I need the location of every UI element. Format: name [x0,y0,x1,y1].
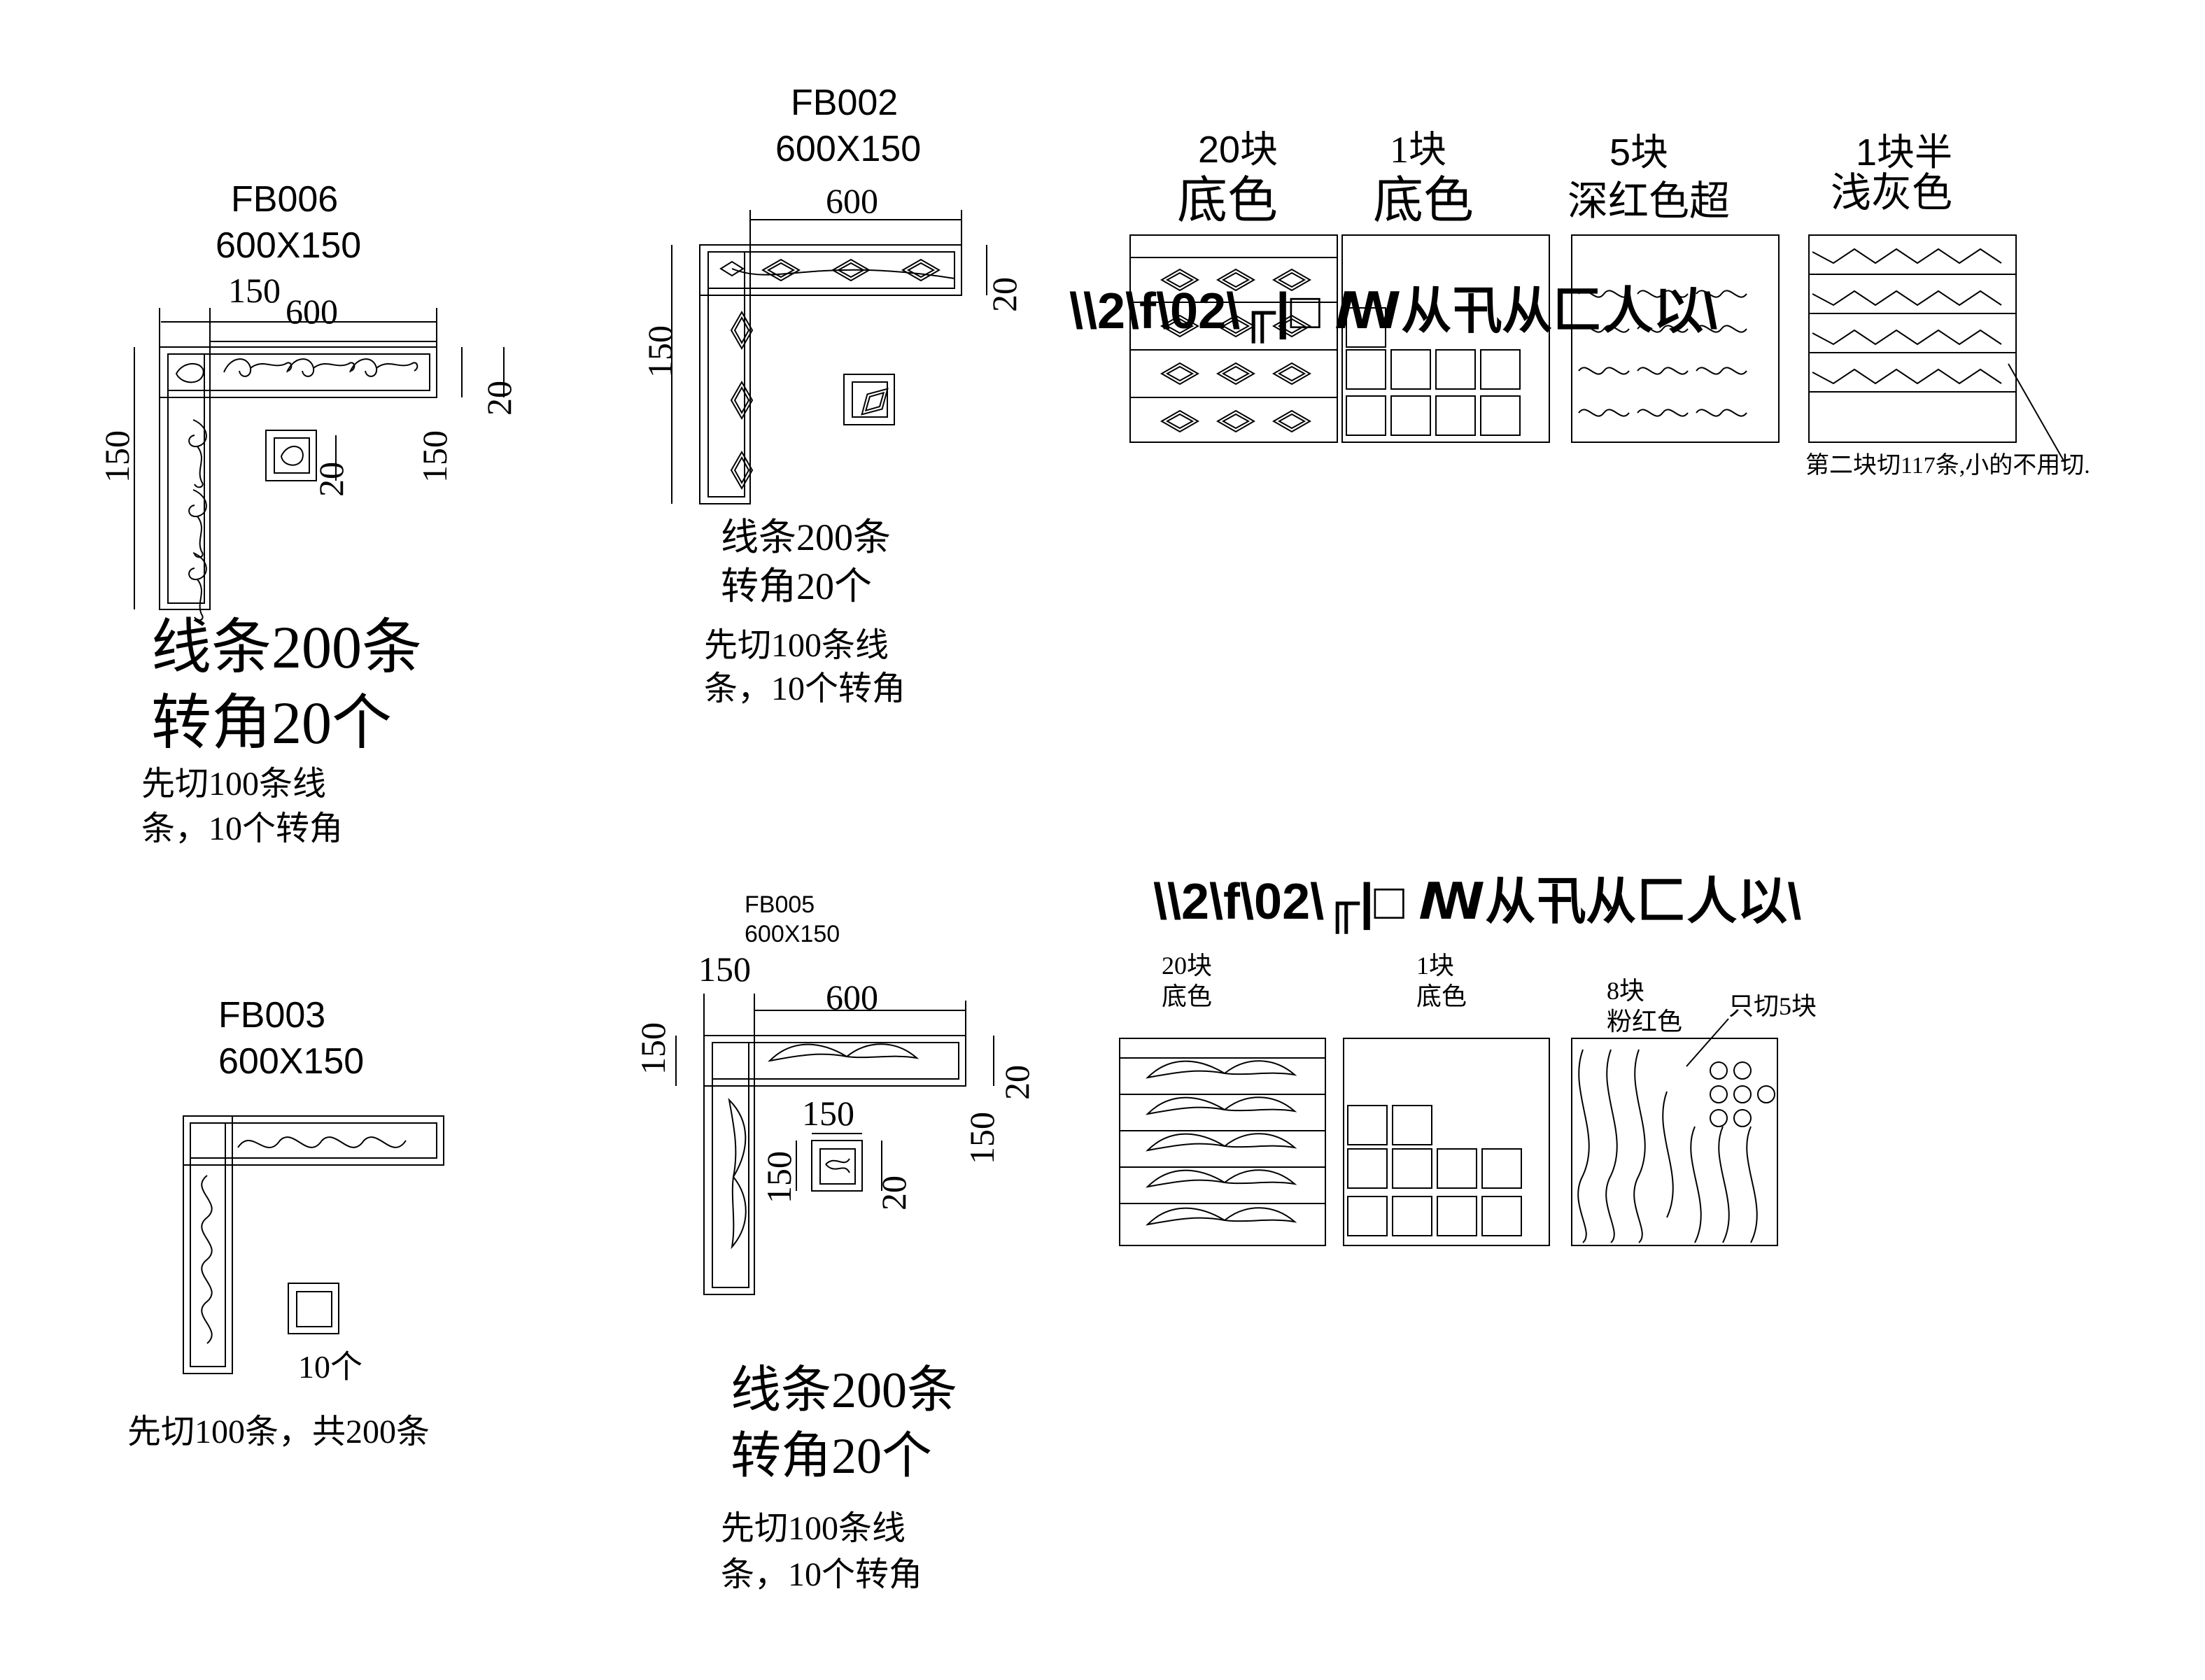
fb006-dim-150-right: 150 [415,430,454,483]
fb002-dim-150: 150 [640,325,679,378]
tiles-top-t2-color: 底色 [1373,173,1474,229]
fb005-note-corners: 转角20个 [731,1428,933,1484]
tiles-bottom-t3-qty: 8块 [1607,977,1645,1005]
fb002-code: FB002 [791,83,899,123]
tiles-bottom-t3-color: 粉红色 [1607,1008,1683,1036]
tiles-top-t3-color: 深红色超 [1568,178,1731,224]
tile-panels-bottom [1119,1018,1778,1246]
fb002-size: 600X150 [775,129,922,169]
fb002-drawing [671,210,987,504]
tiles-top-t1-color: 底色 [1177,173,1278,229]
fb006-code: FB006 [231,179,339,220]
tiles-bottom-t1-qty: 20块 [1162,952,1213,980]
fb006-drawing [134,308,505,621]
fb006-dim-150-top: 150 [228,271,281,310]
fb003-note: 先切100条，共200条 [127,1413,430,1450]
fb006-note-lines: 线条200条 [151,614,422,681]
fb002-note-cut-2: 条，10个转角 [704,670,906,707]
tiles-bottom-t1-color: 底色 [1162,982,1213,1010]
fb005-size: 600X150 [745,921,840,947]
tiles-top-t4-qty: 1块半 [1856,132,1953,174]
fb005-note-lines: 线条200条 [731,1362,958,1418]
tiles-bottom-t3-note: 只切5块 [1728,992,1817,1020]
tiles-top-t1-qty: 20块 [1198,129,1278,171]
tiles-top-cut-note: 第二块切117条,小的不用切. [1805,453,2090,479]
fb006-note-cut-1: 先切100条线 [141,765,327,803]
tiles-top-t3-qty: 5块 [1609,132,1669,174]
fb003-size: 600X150 [218,1041,365,1082]
fb006-dim-20-right: 20 [479,381,519,416]
tiles-top-t4-color: 浅灰色 [1831,170,1953,216]
fb003-code: FB003 [218,995,326,1036]
fb005-dim-150-small-top: 150 [802,1094,854,1133]
fb006-size: 600X150 [216,225,362,266]
fb005-note-cut-1: 先切100条线 [721,1510,906,1547]
fb006-dim-20-small: 20 [311,462,351,497]
fb002-note-lines: 线条200条 [721,516,891,558]
fb006-note-cut-2: 条，10个转角 [141,810,344,847]
fb005-dim-150-left: 150 [633,1022,672,1075]
fb005-dim-20-small: 20 [874,1176,913,1210]
fb002-dim-600: 600 [826,181,878,220]
fb002-note-corners: 转角20个 [721,565,872,607]
fb003-corner-count: 10个 [298,1349,362,1385]
tile-panels-top [1129,234,2065,463]
fb002-note-cut-1: 先切100条线 [704,627,889,664]
tiles-bottom-t2-color: 底色 [1416,982,1467,1010]
fb005-dim-20-right: 20 [997,1065,1036,1100]
fb005-drawing [675,994,994,1295]
fb005-note-cut-2: 条，10个转角 [721,1556,923,1593]
fb006-dim-600: 600 [286,292,338,331]
tiles-top-t2-qty: 1块 [1390,129,1446,171]
fb005-dim-600: 600 [826,977,878,1017]
fb005-dim-150-top: 150 [698,950,751,989]
fb006-note-corners: 转角20个 [151,689,392,756]
fb003-drawing [183,1115,444,1374]
tiles-bottom-garbled-path: \\2\f\02\╓|□ ꟿ从卂从匚人以\ [1153,874,1802,930]
fb005-dim-150-right: 150 [962,1112,1001,1164]
tiles-top-garbled-path: \\2\f\02\╓|□ ꟿ从卂从匚人以\ [1069,283,1718,339]
fb006-dim-150-left: 150 [97,430,136,483]
fb005-code: FB005 [745,891,815,918]
tiles-bottom-t2-qty: 1块 [1416,952,1455,980]
fb005-dim-150-small-left: 150 [759,1151,798,1203]
fb002-dim-20: 20 [985,277,1024,312]
